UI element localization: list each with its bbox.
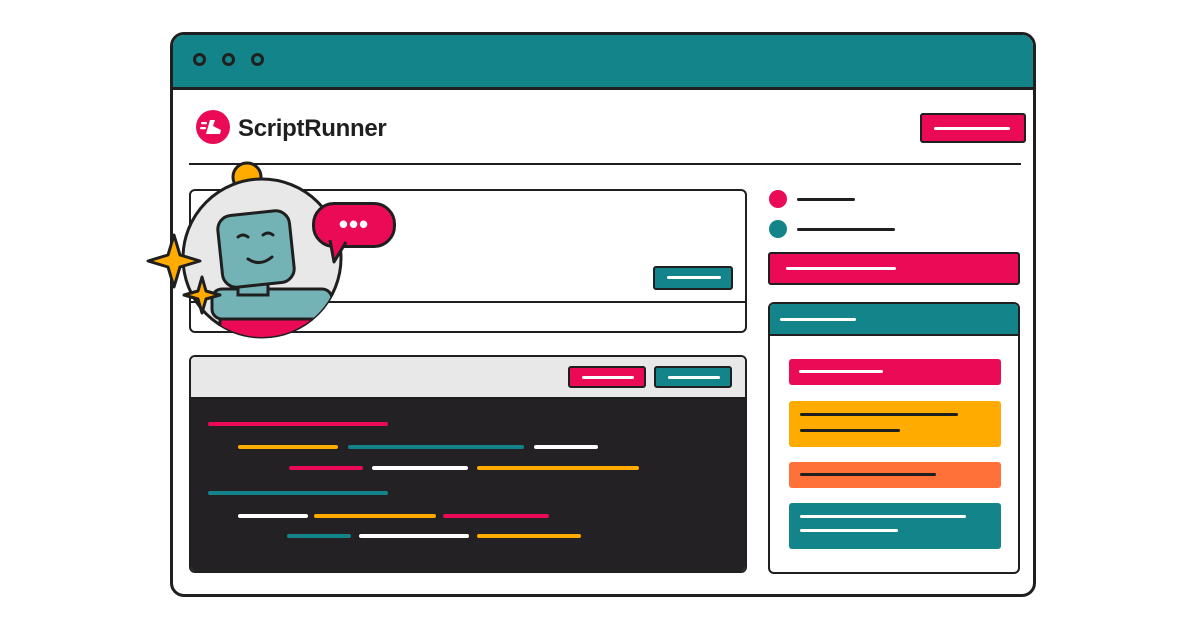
chat-send-button[interactable] bbox=[653, 266, 733, 290]
speech-bubble-tail-icon bbox=[328, 240, 348, 264]
code-line bbox=[289, 466, 363, 470]
legend-teal-dot-icon bbox=[769, 220, 787, 238]
code-line bbox=[287, 534, 351, 538]
speech-bubble-text: ••• bbox=[338, 209, 370, 239]
sidebar-primary-button[interactable] bbox=[768, 252, 1020, 285]
button-label-placeholder bbox=[667, 276, 721, 279]
item-label-placeholder bbox=[800, 413, 958, 416]
code-line bbox=[477, 466, 639, 470]
code-line bbox=[372, 466, 468, 470]
sidebar-list-item-pink[interactable] bbox=[789, 359, 1001, 385]
item-label-placeholder bbox=[800, 529, 898, 532]
sidebar-list-item-orange[interactable] bbox=[789, 462, 1001, 488]
header-action-button[interactable] bbox=[920, 113, 1026, 143]
code-editor-toolbar bbox=[191, 357, 745, 399]
button-label-placeholder bbox=[786, 267, 896, 270]
code-line bbox=[314, 514, 436, 518]
sidebar-panel-header bbox=[770, 304, 1018, 336]
close-dot-icon[interactable] bbox=[193, 53, 206, 66]
chat-card-divider bbox=[191, 301, 745, 303]
code-line bbox=[359, 534, 469, 538]
code-line bbox=[208, 491, 388, 495]
item-label-placeholder bbox=[800, 473, 936, 476]
item-label-placeholder bbox=[800, 515, 966, 518]
minimize-dot-icon[interactable] bbox=[222, 53, 235, 66]
legend-pink-dot-icon bbox=[769, 190, 787, 208]
header-divider bbox=[189, 163, 1021, 165]
code-line bbox=[238, 445, 338, 449]
code-line bbox=[534, 445, 598, 449]
item-label-placeholder bbox=[800, 429, 900, 432]
item-label-placeholder bbox=[799, 370, 883, 373]
legend-label-placeholder bbox=[797, 198, 855, 201]
sidebar-panel bbox=[768, 302, 1020, 574]
code-line bbox=[348, 445, 524, 449]
sidebar-list-item-teal[interactable] bbox=[789, 503, 1001, 549]
window-titlebar bbox=[173, 35, 1033, 90]
code-line bbox=[238, 514, 308, 518]
code-line bbox=[208, 422, 388, 426]
legend-label-placeholder bbox=[797, 228, 895, 231]
scriptrunner-logo-icon bbox=[196, 110, 230, 144]
button-label-placeholder bbox=[668, 376, 720, 379]
code-editor-panel bbox=[189, 355, 747, 573]
maximize-dot-icon[interactable] bbox=[251, 53, 264, 66]
code-line bbox=[443, 514, 549, 518]
robot-mascot-icon bbox=[146, 161, 343, 339]
editor-save-button[interactable] bbox=[654, 366, 732, 388]
sidebar-list-item-yellow[interactable] bbox=[789, 401, 1001, 447]
button-label-placeholder bbox=[582, 376, 634, 379]
code-editor-body[interactable] bbox=[191, 399, 745, 571]
code-line bbox=[477, 534, 581, 538]
speech-bubble-ellipsis-icon: ••• bbox=[312, 202, 396, 248]
panel-title-placeholder bbox=[780, 318, 856, 321]
button-label-placeholder bbox=[934, 127, 1010, 130]
brand-name: ScriptRunner bbox=[238, 115, 387, 142]
editor-run-button[interactable] bbox=[568, 366, 646, 388]
